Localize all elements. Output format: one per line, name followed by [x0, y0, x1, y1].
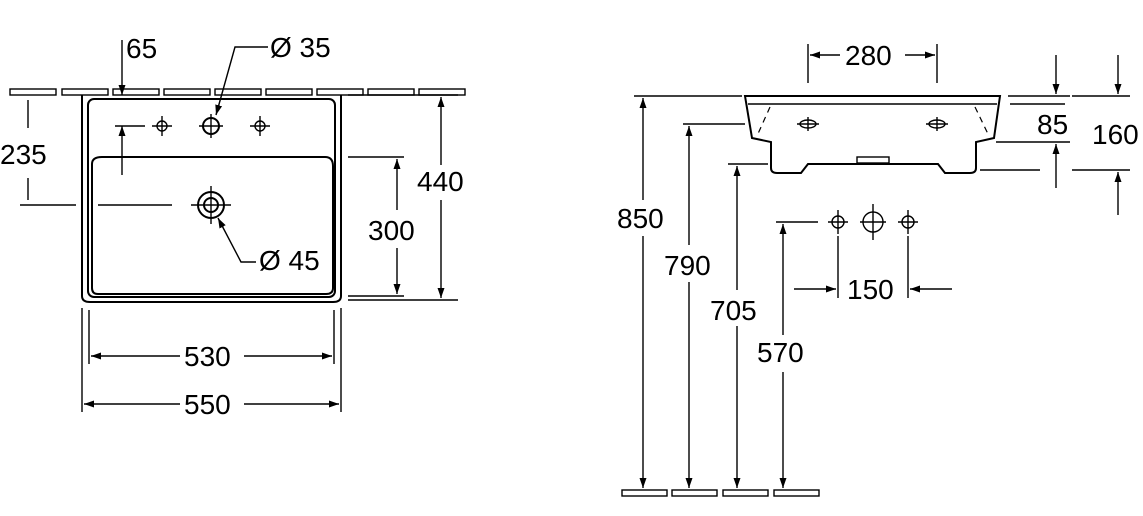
dim-waste-label: Ø 45: [259, 245, 320, 276]
dim-overall-width-label: 550: [184, 389, 231, 420]
dim-tap-offset: 65: [115, 33, 157, 175]
side-tap-hole-left: [797, 117, 819, 131]
basin-outline: [81, 95, 342, 303]
dim-inner-width: 530: [88, 310, 335, 372]
dim-supply-height-label: 570: [757, 337, 804, 368]
floor-line: [621, 489, 820, 497]
basin-side-outline: [743, 95, 1002, 174]
side-tap-hole-right: [926, 117, 948, 131]
dim-supply-spacing-label: 150: [847, 274, 894, 305]
dim-bowl-depth: 300: [348, 156, 415, 297]
dim-rim-height: 85: [996, 55, 1070, 188]
wall-line: [9, 88, 466, 96]
side-view: 280 85 160: [617, 40, 1139, 497]
dim-supply-spacing: 150: [794, 236, 952, 305]
dim-tap-hole-diameter: Ø 35: [215, 32, 331, 116]
tap-hole-center: [199, 114, 223, 138]
dim-tap-hole-height-label: 790: [664, 250, 711, 281]
dim-total-height-label: 160: [1092, 119, 1139, 150]
dim-overall-depth-label: 440: [417, 166, 464, 197]
dim-bottom-height: 705: [710, 163, 768, 488]
dim-waste-diameter: Ø 45: [217, 217, 320, 276]
supply-connections: [776, 204, 918, 240]
tap-hole-left: [152, 116, 172, 136]
dim-top-to-overflow-label: 235: [0, 139, 47, 170]
dim-top-height-label: 850: [617, 203, 664, 234]
dim-tap-offset-label: 65: [126, 33, 157, 64]
dim-top-to-overflow: 235: [0, 100, 172, 206]
supply-center-icon: [860, 204, 886, 240]
dim-bowl-width-label: 280: [845, 40, 892, 71]
dim-top-height: 850: [617, 95, 742, 488]
tap-hole-right: [250, 116, 270, 136]
dim-total-height: 160: [980, 55, 1139, 215]
plan-view: 65 Ø 35 235 Ø 45 440: [0, 32, 466, 420]
dim-bowl-depth-label: 300: [368, 215, 415, 246]
dim-overall-width: 550: [81, 308, 342, 420]
dim-overall-depth: 440: [348, 94, 464, 301]
waste-outlet: [191, 186, 231, 224]
dim-tap-hole-height: 790: [664, 123, 745, 488]
dim-bottom-height-label: 705: [710, 295, 757, 326]
bowl-outline: [91, 156, 334, 295]
dim-inner-width-label: 530: [184, 341, 231, 372]
supply-left-icon: [828, 210, 848, 234]
dim-rim-height-label: 85: [1037, 109, 1068, 140]
basin-rim: [87, 98, 336, 298]
dim-supply-height: 570: [757, 224, 804, 488]
supply-right-icon: [898, 210, 918, 234]
dim-tap-hole-label: Ø 35: [270, 32, 331, 63]
dim-bowl-width: 280: [807, 40, 938, 83]
